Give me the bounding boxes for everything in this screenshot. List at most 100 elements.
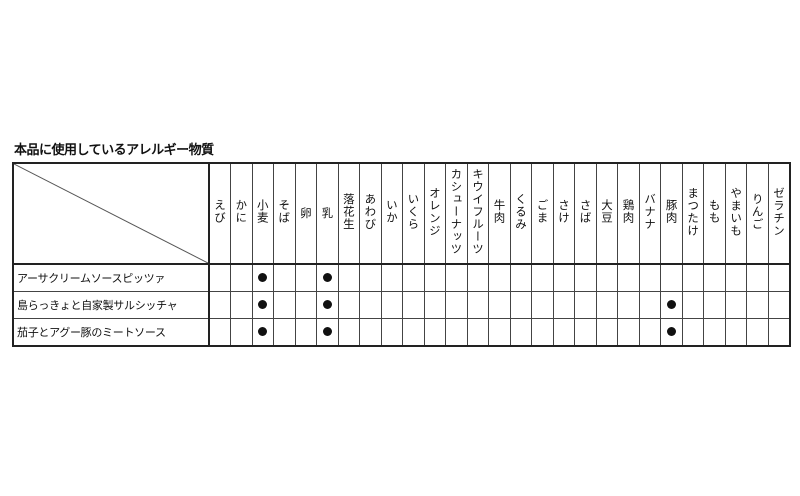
contains-mark — [322, 327, 332, 336]
allergen-cell — [423, 291, 447, 319]
allergen-cell — [531, 318, 554, 347]
allergen-label: 卵 — [298, 206, 313, 220]
allergen-label: 落花生 — [341, 192, 356, 231]
allergen-header: 乳 — [316, 162, 339, 265]
allergen-cell — [466, 318, 490, 347]
header-row: えびかに小麦そば卵乳落花生あわびいかいくらオレンジカシューナッツキウイフルーツ牛… — [12, 162, 791, 265]
allergen-header: そば — [273, 162, 296, 265]
allergen-cell — [423, 263, 447, 292]
allergen-label: ごま — [535, 199, 550, 224]
allergen-label: 小麦 — [255, 199, 270, 224]
product-name: 茄子とアグー豚のミートソース — [12, 318, 210, 347]
allergen-label: りんご — [750, 192, 765, 231]
allergen-cell — [681, 318, 705, 347]
product-name: 島らっきょと自家製サルシッチャ — [12, 291, 210, 319]
table-row: アーサクリームソースピッツァ — [12, 263, 791, 292]
allergen-cell — [337, 318, 361, 347]
allergen-cell — [638, 291, 662, 319]
allergen-cell — [251, 318, 275, 347]
allergen-cell — [746, 263, 769, 292]
allergen-cell — [316, 263, 339, 292]
allergen-header: バナナ — [638, 162, 662, 265]
allergen-header: あわび — [359, 162, 382, 265]
allergen-cell — [660, 318, 683, 347]
allergen-cell — [531, 291, 554, 319]
allergen-cell — [359, 263, 382, 292]
allergen-label: いくら — [406, 192, 421, 231]
allergen-cell — [724, 291, 748, 319]
allergen-label: かに — [234, 199, 249, 224]
table-row: 島らっきょと自家製サルシッチャ — [12, 291, 791, 319]
allergen-cell — [273, 263, 296, 292]
contains-mark — [322, 273, 332, 282]
allergen-cell — [552, 291, 576, 319]
allergen-header: りんご — [746, 162, 769, 265]
allergen-cell — [402, 263, 425, 292]
allergen-cell — [681, 263, 705, 292]
allergen-cell — [208, 263, 232, 292]
allergen-cell — [316, 318, 339, 347]
allergen-header: キウイフルーツ — [466, 162, 490, 265]
allergen-label: あわび — [363, 192, 378, 231]
allergen-cell — [746, 318, 769, 347]
allergen-table: えびかに小麦そば卵乳落花生あわびいかいくらオレンジカシューナッツキウイフルーツ牛… — [12, 162, 791, 347]
allergen-cell — [208, 318, 232, 347]
allergen-cell — [509, 263, 533, 292]
allergen-cell — [251, 291, 275, 319]
allergen-header: いか — [380, 162, 404, 265]
allergen-cell — [380, 263, 404, 292]
allergen-header: 卵 — [294, 162, 318, 265]
allergen-cell — [488, 318, 511, 347]
allergen-cell — [574, 263, 597, 292]
allergen-label: オレンジ — [427, 186, 442, 237]
allergen-cell — [767, 263, 791, 292]
corner-cell — [12, 162, 210, 265]
allergen-cell — [703, 263, 726, 292]
allergen-label: 牛肉 — [492, 199, 507, 224]
allergen-cell — [724, 318, 748, 347]
allergen-cell — [402, 318, 425, 347]
allergen-label: 豚肉 — [664, 199, 679, 224]
allergen-cell — [638, 263, 662, 292]
allergen-cell — [617, 318, 640, 347]
allergen-header: ゼラチン — [767, 162, 791, 265]
contains-mark — [322, 300, 332, 309]
allergen-cell — [746, 291, 769, 319]
allergen-cell — [574, 291, 597, 319]
allergen-cell — [294, 318, 318, 347]
allergen-header: ごま — [531, 162, 554, 265]
allergen-cell — [466, 263, 490, 292]
allergen-cell — [445, 291, 468, 319]
allergen-label: バナナ — [643, 192, 658, 231]
allergen-label: 大豆 — [600, 199, 615, 224]
allergen-header: まつたけ — [681, 162, 705, 265]
allergen-label: そば — [277, 199, 292, 224]
allergen-cell — [703, 318, 726, 347]
allergen-cell — [230, 318, 253, 347]
allergen-label: 乳 — [320, 206, 335, 220]
allergen-cell — [445, 263, 468, 292]
allergen-cell — [488, 263, 511, 292]
allergen-cell — [660, 263, 683, 292]
allergen-cell — [402, 291, 425, 319]
allergen-header: やまいも — [724, 162, 748, 265]
allergen-cell — [294, 263, 318, 292]
allergen-label: 鶏肉 — [621, 199, 636, 224]
contains-mark — [258, 327, 268, 336]
allergen-cell — [574, 318, 597, 347]
contains-mark — [667, 300, 677, 309]
allergen-cell — [273, 318, 296, 347]
page-title: 本品に使用しているアレルギー物質 — [14, 143, 214, 158]
table-row: 茄子とアグー豚のミートソース — [12, 318, 791, 347]
allergen-header: いくら — [402, 162, 425, 265]
allergen-label: ゼラチン — [771, 186, 786, 237]
allergen-cell — [466, 291, 490, 319]
allergen-header: さけ — [552, 162, 576, 265]
allergen-label: くるみ — [513, 192, 528, 231]
allergen-cell — [316, 291, 339, 319]
allergen-cell — [724, 263, 748, 292]
allergen-cell — [617, 263, 640, 292]
allergen-label: やまいも — [729, 186, 744, 237]
allergen-cell — [230, 291, 253, 319]
allergen-label: まつたけ — [686, 186, 701, 237]
